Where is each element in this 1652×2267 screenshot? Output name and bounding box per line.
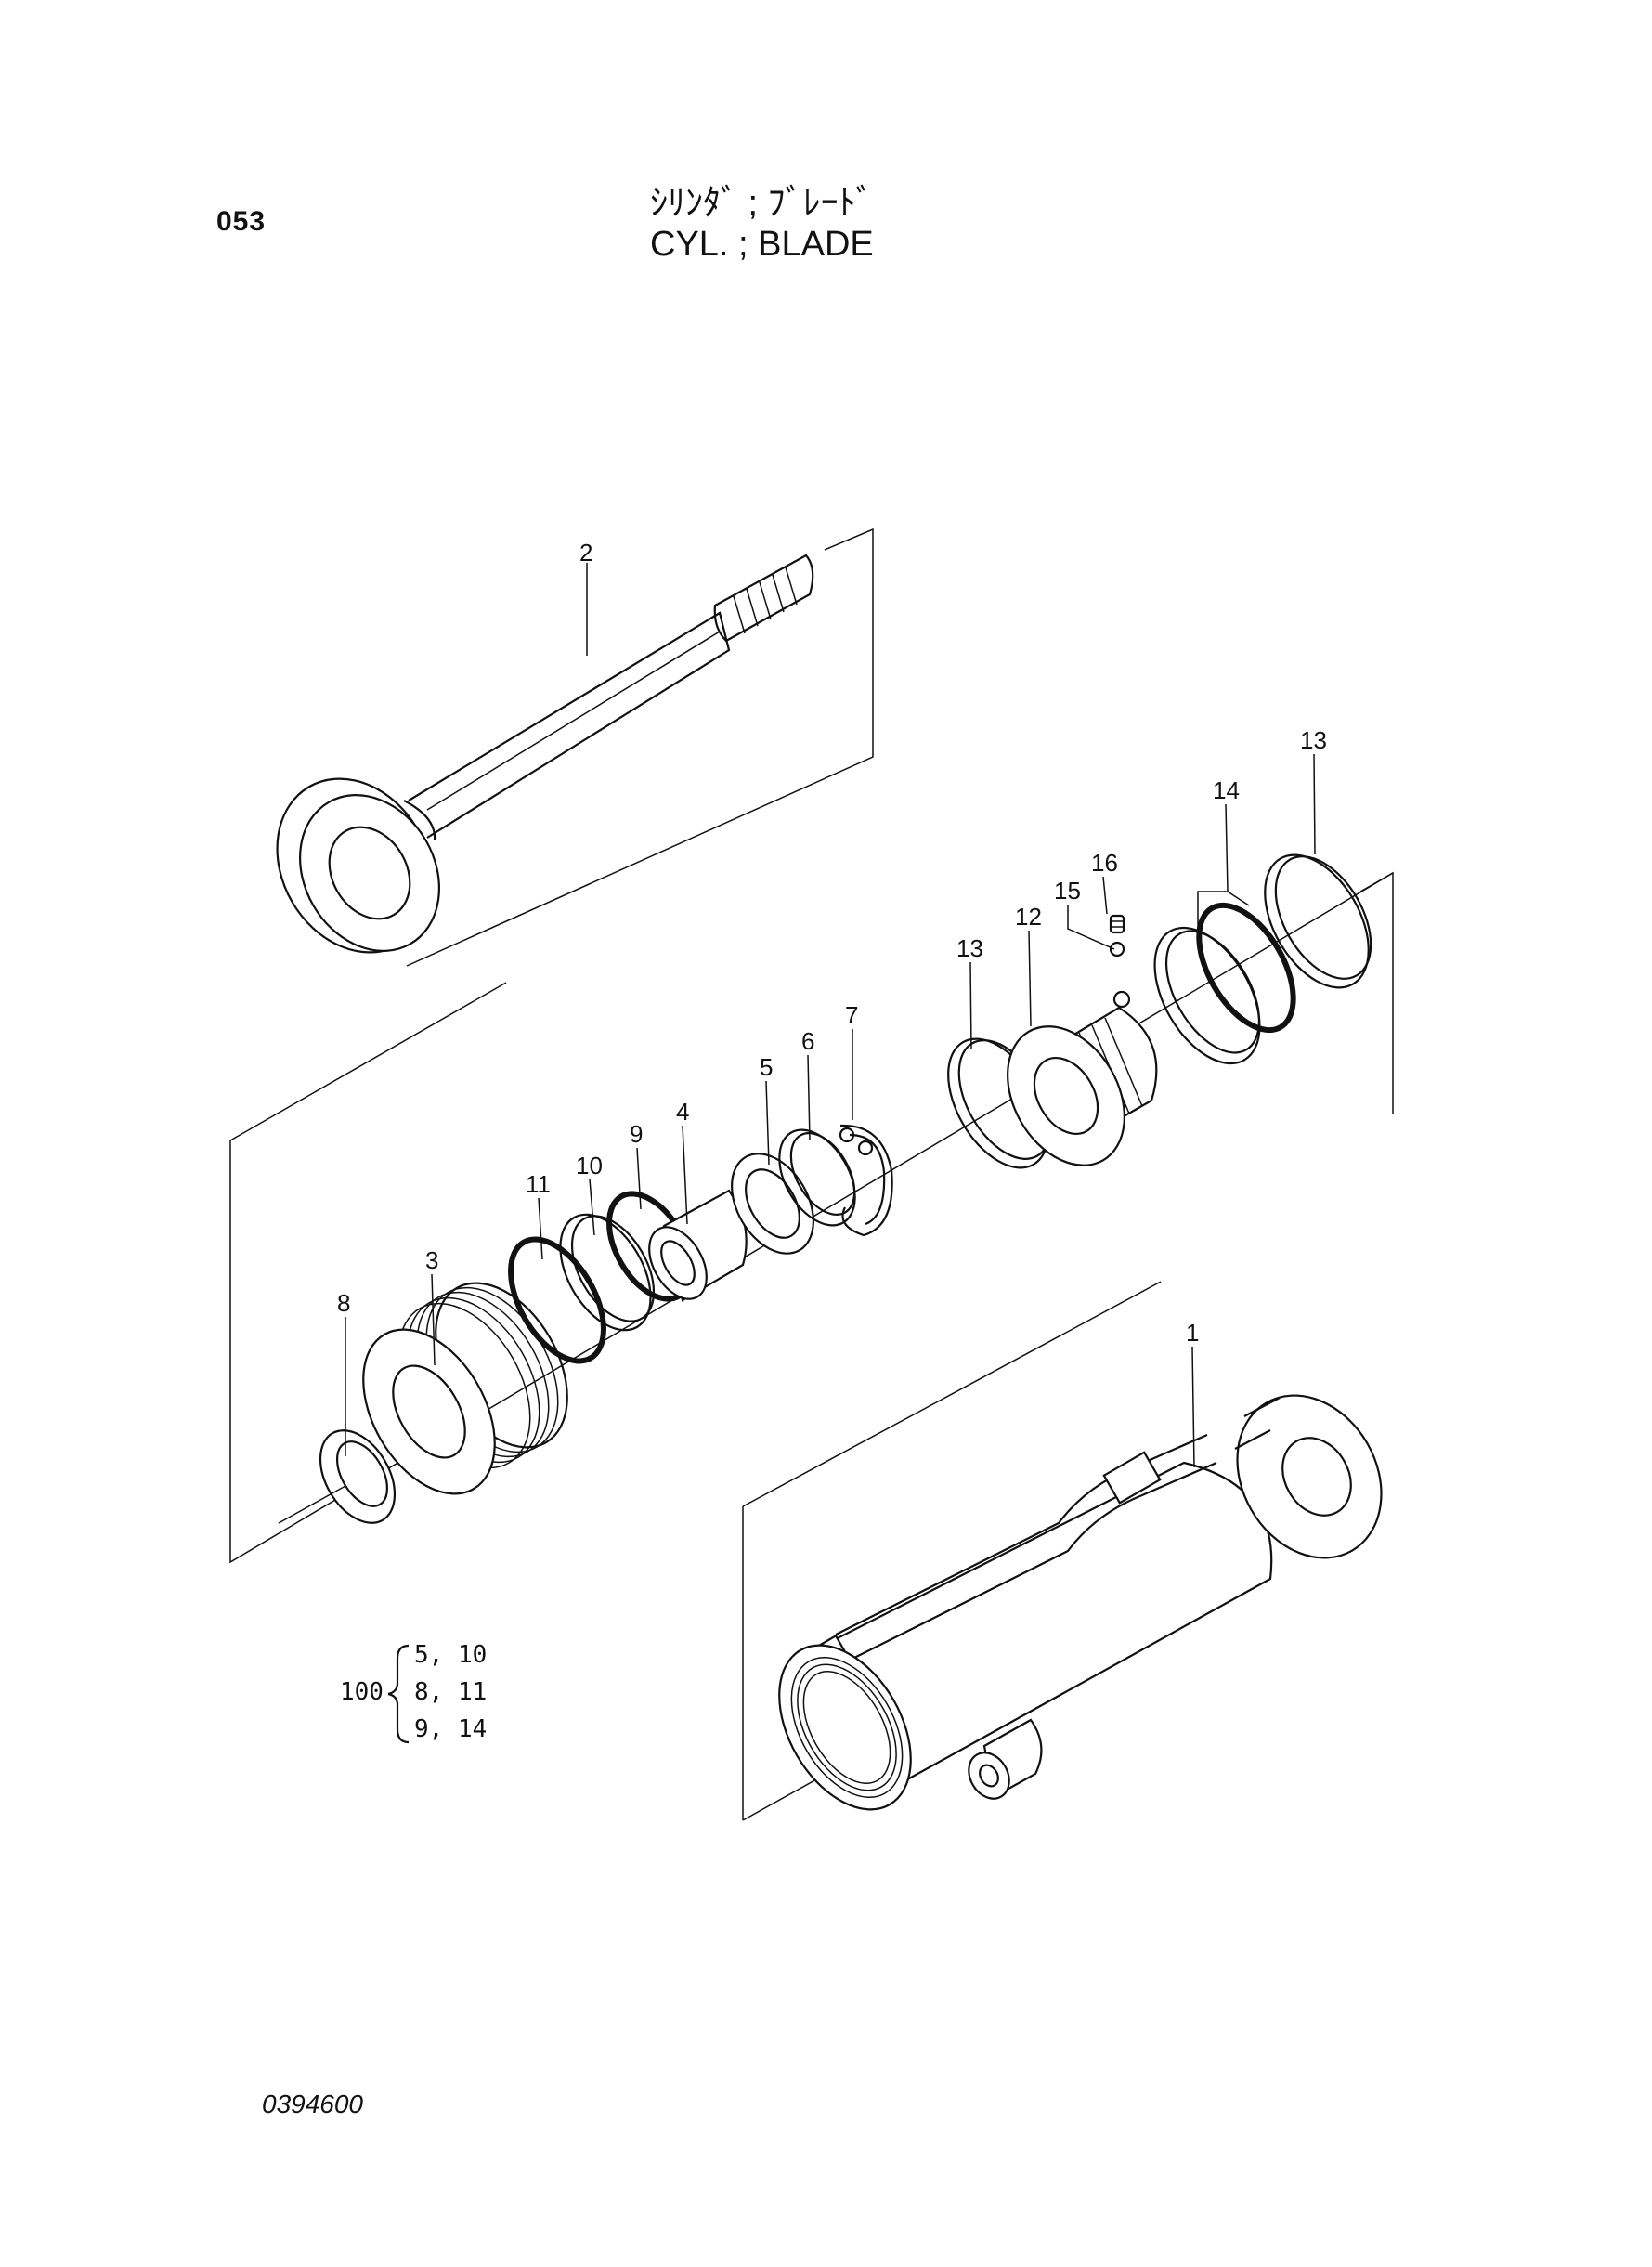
- callout-15: 15: [1054, 877, 1081, 905]
- wear-ring-right: [1264, 853, 1372, 989]
- rod-group-frame: [406, 528, 874, 967]
- callout-16: 16: [1091, 849, 1118, 877]
- snap-ring-part-7: [839, 1124, 893, 1237]
- callout-14: 14: [1213, 776, 1240, 804]
- page-title: ｼﾘﾝﾀﾞ ; ﾌﾞﾚｰﾄﾞ CYL. ; BLADE: [650, 184, 874, 265]
- drawing-number: 0394600: [262, 2090, 364, 2118]
- title-japanese: ｼﾘﾝﾀﾞ ; ﾌﾞﾚｰﾄﾞ: [650, 184, 874, 223]
- callout-13-right: 13: [1300, 726, 1327, 754]
- callout-8: 8: [337, 1289, 350, 1317]
- callout-13-left: 13: [956, 934, 983, 962]
- callout-5: 5: [760, 1053, 773, 1081]
- callout-4: 4: [676, 1098, 689, 1126]
- seal-set-part-14: [1153, 902, 1296, 1065]
- page-number: 053: [216, 206, 267, 237]
- bushing: [648, 1189, 748, 1302]
- seal-part-5: [731, 1153, 814, 1255]
- kit-number: 100: [340, 1678, 384, 1706]
- cylinder-tube: [778, 1394, 1383, 1811]
- kit-line-3: 9, 14: [414, 1715, 487, 1743]
- title-english: CYL. ; BLADE: [650, 224, 874, 264]
- backup-ring-part-6: [778, 1128, 856, 1227]
- callout-6: 6: [801, 1027, 814, 1055]
- callout-labels: 2 3 8 11 10 9 4 5 6 7 13 12 15 16 14 13 …: [337, 539, 1327, 1347]
- callout-10: 10: [576, 1152, 603, 1179]
- callout-7: 7: [845, 1001, 858, 1029]
- set-screw: [1109, 914, 1125, 934]
- leader-lines: [345, 563, 1316, 1468]
- piston: [1007, 990, 1158, 1166]
- o-ring-part-11: [508, 1236, 606, 1364]
- callout-9: 9: [630, 1120, 643, 1148]
- callout-12: 12: [1015, 903, 1042, 931]
- callout-3: 3: [425, 1246, 438, 1274]
- callout-2: 2: [579, 539, 592, 567]
- callout-1: 1: [1186, 1319, 1199, 1347]
- kit-line-1: 5, 10: [414, 1641, 487, 1669]
- dust-seal: [278, 1429, 397, 1524]
- piston-rod: [276, 554, 814, 954]
- backup-ring-part-10: [559, 1213, 656, 1332]
- rod-cover: [362, 1282, 568, 1495]
- kit-line-2: 8, 11: [414, 1678, 487, 1706]
- kit-reference: 100 5, 10 8, 11 9, 14: [340, 1641, 487, 1744]
- steel-ball: [1109, 941, 1125, 958]
- callout-11: 11: [526, 1170, 551, 1198]
